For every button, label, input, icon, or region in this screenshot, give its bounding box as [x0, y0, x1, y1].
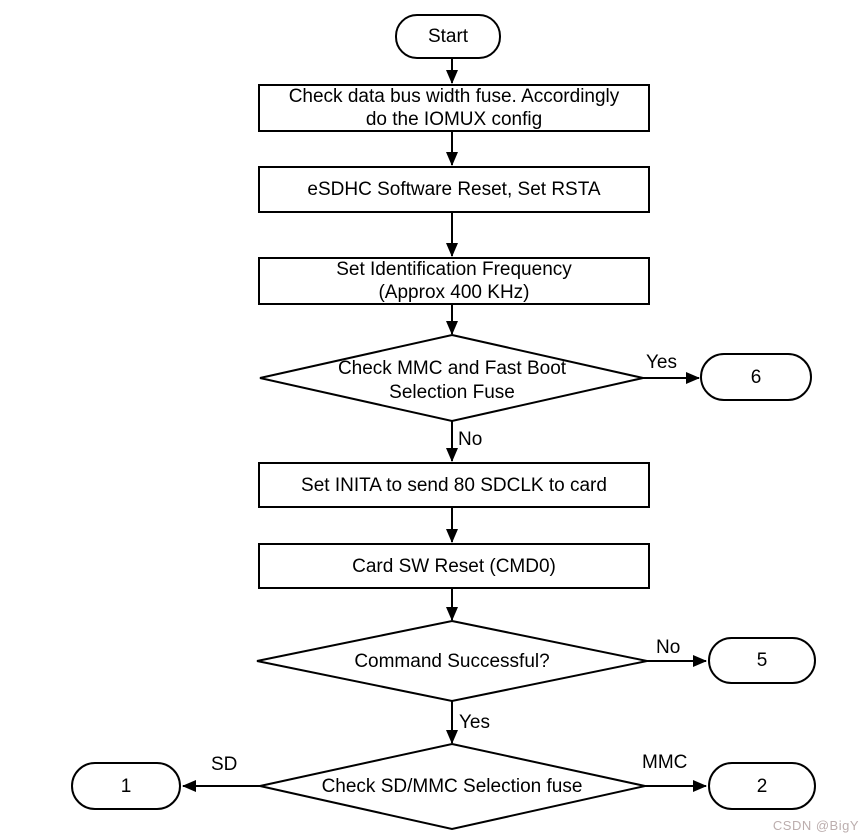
decision-check-sd-mmc-text: Check SD/MMC Selection fuse: [321, 776, 583, 797]
process-card-sw-reset-label: Card SW Reset (CMD0): [352, 555, 556, 577]
start-label: Start: [427, 26, 469, 47]
edge-label-yes-decision2: Yes: [459, 712, 490, 733]
decision-command-successful-text: Command Successful?: [354, 651, 550, 672]
process-set-ident-frequency-line2: (Approx 400 KHz): [378, 282, 530, 303]
terminal-1-label: 1: [120, 775, 132, 797]
decision-check-mmc-fastboot-line1: Check MMC and Fast Boot: [337, 358, 567, 379]
terminal-5: 5: [708, 637, 816, 684]
decision-check-mmc-fastboot-line2: Selection Fuse: [389, 382, 515, 403]
process-check-bus-width: Check data bus width fuse. Accordingly d…: [258, 84, 650, 132]
process-set-ident-frequency: Set Identification Frequency (Approx 400…: [258, 257, 650, 305]
watermark: CSDN @BigY: [772, 818, 859, 833]
terminal-6-label: 6: [750, 366, 762, 388]
terminal-6: 6: [700, 353, 812, 401]
edge-label-sd-decision3: SD: [211, 754, 238, 775]
process-set-inita-label: Set INITA to send 80 SDCLK to card: [301, 474, 607, 496]
terminal-1: 1: [71, 762, 181, 810]
decision-check-sd-mmc-shape: [259, 742, 646, 831]
process-check-bus-width-line1: Check data bus width fuse. Accordingly: [288, 86, 620, 107]
process-set-inita: Set INITA to send 80 SDCLK to card: [258, 462, 650, 508]
process-check-bus-width-line2: do the IOMUX config: [365, 109, 543, 130]
edge-label-yes-decision1: Yes: [646, 352, 677, 373]
process-card-sw-reset: Card SW Reset (CMD0): [258, 543, 650, 589]
process-set-ident-frequency-line1: Set Identification Frequency: [336, 259, 572, 280]
decision-check-mmc-fastboot-text: Check MMC and Fast Boot Selection Fuse: [302, 357, 602, 405]
terminal-2-label: 2: [756, 775, 768, 797]
terminal-2: 2: [708, 762, 816, 810]
start-terminal: Start: [395, 14, 501, 59]
process-esdhc-sw-reset: eSDHC Software Reset, Set RSTA: [258, 166, 650, 213]
terminal-5-label: 5: [756, 650, 768, 671]
decision-command-successful-shape: [256, 619, 648, 703]
edge-label-no-decision1: No: [458, 429, 483, 450]
edge-label-no-decision2: No: [656, 637, 681, 658]
decision-check-mmc-fastboot-shape: [259, 333, 644, 423]
edge-label-mmc-decision3: MMC: [642, 752, 688, 773]
process-esdhc-sw-reset-label: eSDHC Software Reset, Set RSTA: [307, 179, 601, 200]
